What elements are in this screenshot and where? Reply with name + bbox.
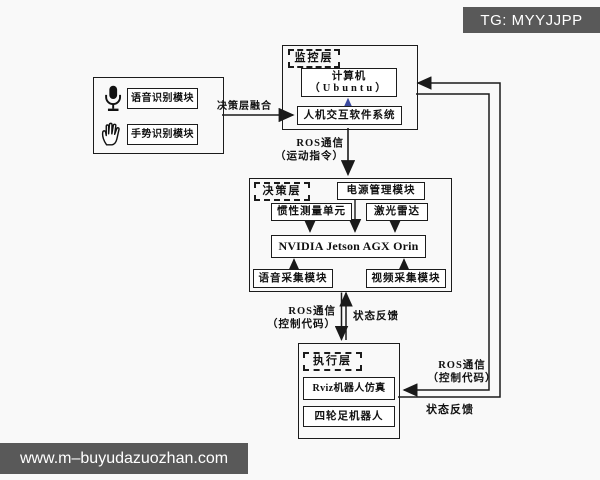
jetson-agx-orin-label: NVIDIA Jetson AGX Orin — [278, 238, 419, 253]
audio-capture-label: 语音采集模块 — [258, 272, 328, 284]
lidar-label: 激光雷达 — [374, 206, 420, 218]
wire-feedback-to-monitor — [398, 76, 501, 398]
power-management-module: 电源管理模块 — [337, 182, 425, 200]
ros-motion-label: ROS通信 （运动指令） — [262, 137, 344, 163]
decision-layer-title-text: 决策层 — [262, 185, 302, 198]
watermark-bottom-text: www.m–buyudazuozhan.com — [19, 449, 229, 467]
lidar-module: 激光雷达 — [366, 203, 428, 221]
execution-layer-box — [298, 343, 400, 439]
rviz-simulation-box: Rviz机器人仿真 — [303, 377, 395, 400]
ros-control-right-line1: ROS通信 — [438, 360, 486, 371]
voice-recognition-module: 语音识别模块 — [127, 88, 198, 109]
video-capture-module: 视频采集模块 — [366, 269, 446, 288]
ros-control-right-label: ROS通信 （控制代码） — [426, 359, 498, 385]
rviz-simulation-label: Rviz机器人仿真 — [312, 383, 386, 394]
fusion-label: 决策层融合 — [217, 101, 272, 112]
ros-control-left-label: ROS通信 （控制代码） — [262, 305, 336, 331]
wire-ros-control-to-execution — [402, 93, 490, 397]
imu-label: 惯性测量单元 — [277, 206, 346, 218]
ros-motion-line2: （运动指令） — [275, 151, 344, 163]
execution-layer-title: 执行层 — [303, 352, 362, 371]
wheel-leg-robot-label: 四轮足机器人 — [314, 410, 384, 422]
audio-capture-module: 语音采集模块 — [253, 269, 333, 288]
watermark-top-text: TG: MYYJJPP — [480, 11, 583, 29]
ros-control-left-line1: ROS通信 — [288, 306, 336, 317]
microphone-icon — [102, 84, 124, 119]
imu-module: 惯性测量单元 — [271, 203, 352, 221]
wheel-leg-robot-box: 四轮足机器人 — [303, 406, 395, 427]
ros-motion-line1: ROS通信 — [296, 138, 344, 149]
ros-control-left-line2: （控制代码） — [267, 319, 336, 331]
decision-layer-title: 决策层 — [254, 182, 310, 201]
hmi-software-box: 人机交互软件系统 — [297, 106, 402, 125]
watermark-top: TG: MYYJJPP — [463, 7, 600, 33]
gesture-recognition-module: 手势识别模块 — [127, 124, 198, 145]
voice-recognition-label: 语音识别模块 — [131, 93, 194, 104]
status-feedback-mid-label: 状态反馈 — [353, 311, 399, 322]
video-capture-label: 视频采集模块 — [371, 272, 441, 284]
computer-ubuntu-box: 计算机 （Ubuntu） — [301, 68, 397, 97]
jetson-agx-orin-box: NVIDIA Jetson AGX Orin — [271, 235, 426, 258]
execution-layer-title-text: 执行层 — [313, 355, 352, 368]
input-group-box — [93, 77, 224, 154]
gesture-recognition-label: 手势识别模块 — [131, 129, 194, 140]
power-management-label: 电源管理模块 — [346, 185, 416, 197]
monitor-layer-title: 监控层 — [288, 49, 340, 68]
ros-control-right-line2: （控制代码） — [427, 373, 497, 385]
monitor-layer-title-text: 监控层 — [294, 52, 334, 65]
status-feedback-right-label: 状态反馈 — [426, 404, 474, 416]
computer-label: 计算机 — [331, 70, 367, 82]
ubuntu-label: （Ubuntu） — [309, 82, 389, 94]
hand-icon — [99, 119, 126, 152]
watermark-bottom: www.m–buyudazuozhan.com — [0, 443, 248, 474]
hmi-software-label: 人机交互软件系统 — [303, 109, 396, 121]
